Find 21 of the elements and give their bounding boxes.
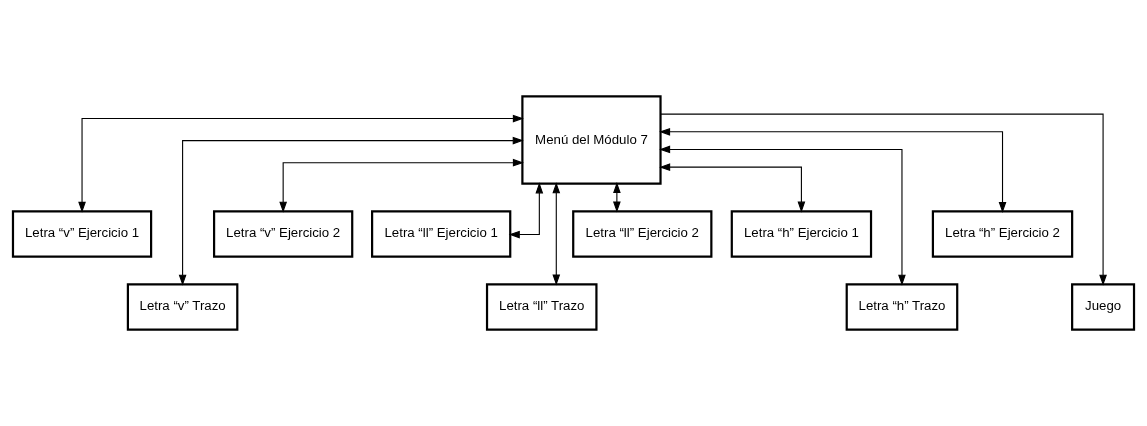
arrow [279,158,524,213]
arrow [659,163,806,213]
arrow [552,182,561,286]
arrow [659,127,1007,213]
arrow [508,182,544,239]
arrow [178,136,524,286]
node-box: Letra “ll” Ejercicio 1 [371,210,512,258]
arrow [78,114,524,213]
node-box: Juego [1071,283,1136,331]
arrow [659,145,906,286]
node-box: Letra “h” Ejercicio 1 [730,210,873,258]
node-box: Letra “h” Ejercicio 2 [931,210,1074,258]
node-box: Letra “v” Ejercicio 2 [213,210,354,258]
node-box: Letra “ll” Ejercicio 2 [572,210,713,258]
node-box: Letra “h” Trazo [845,283,959,331]
node-box: Letra “v” Ejercicio 1 [11,210,153,258]
node-box: Letra “ll” Trazo [485,283,598,331]
node-box: Menú del Módulo 7 [521,95,662,185]
arrow [613,182,621,213]
arrow [660,113,1107,286]
node-box: Letra “v” Trazo [126,283,239,331]
